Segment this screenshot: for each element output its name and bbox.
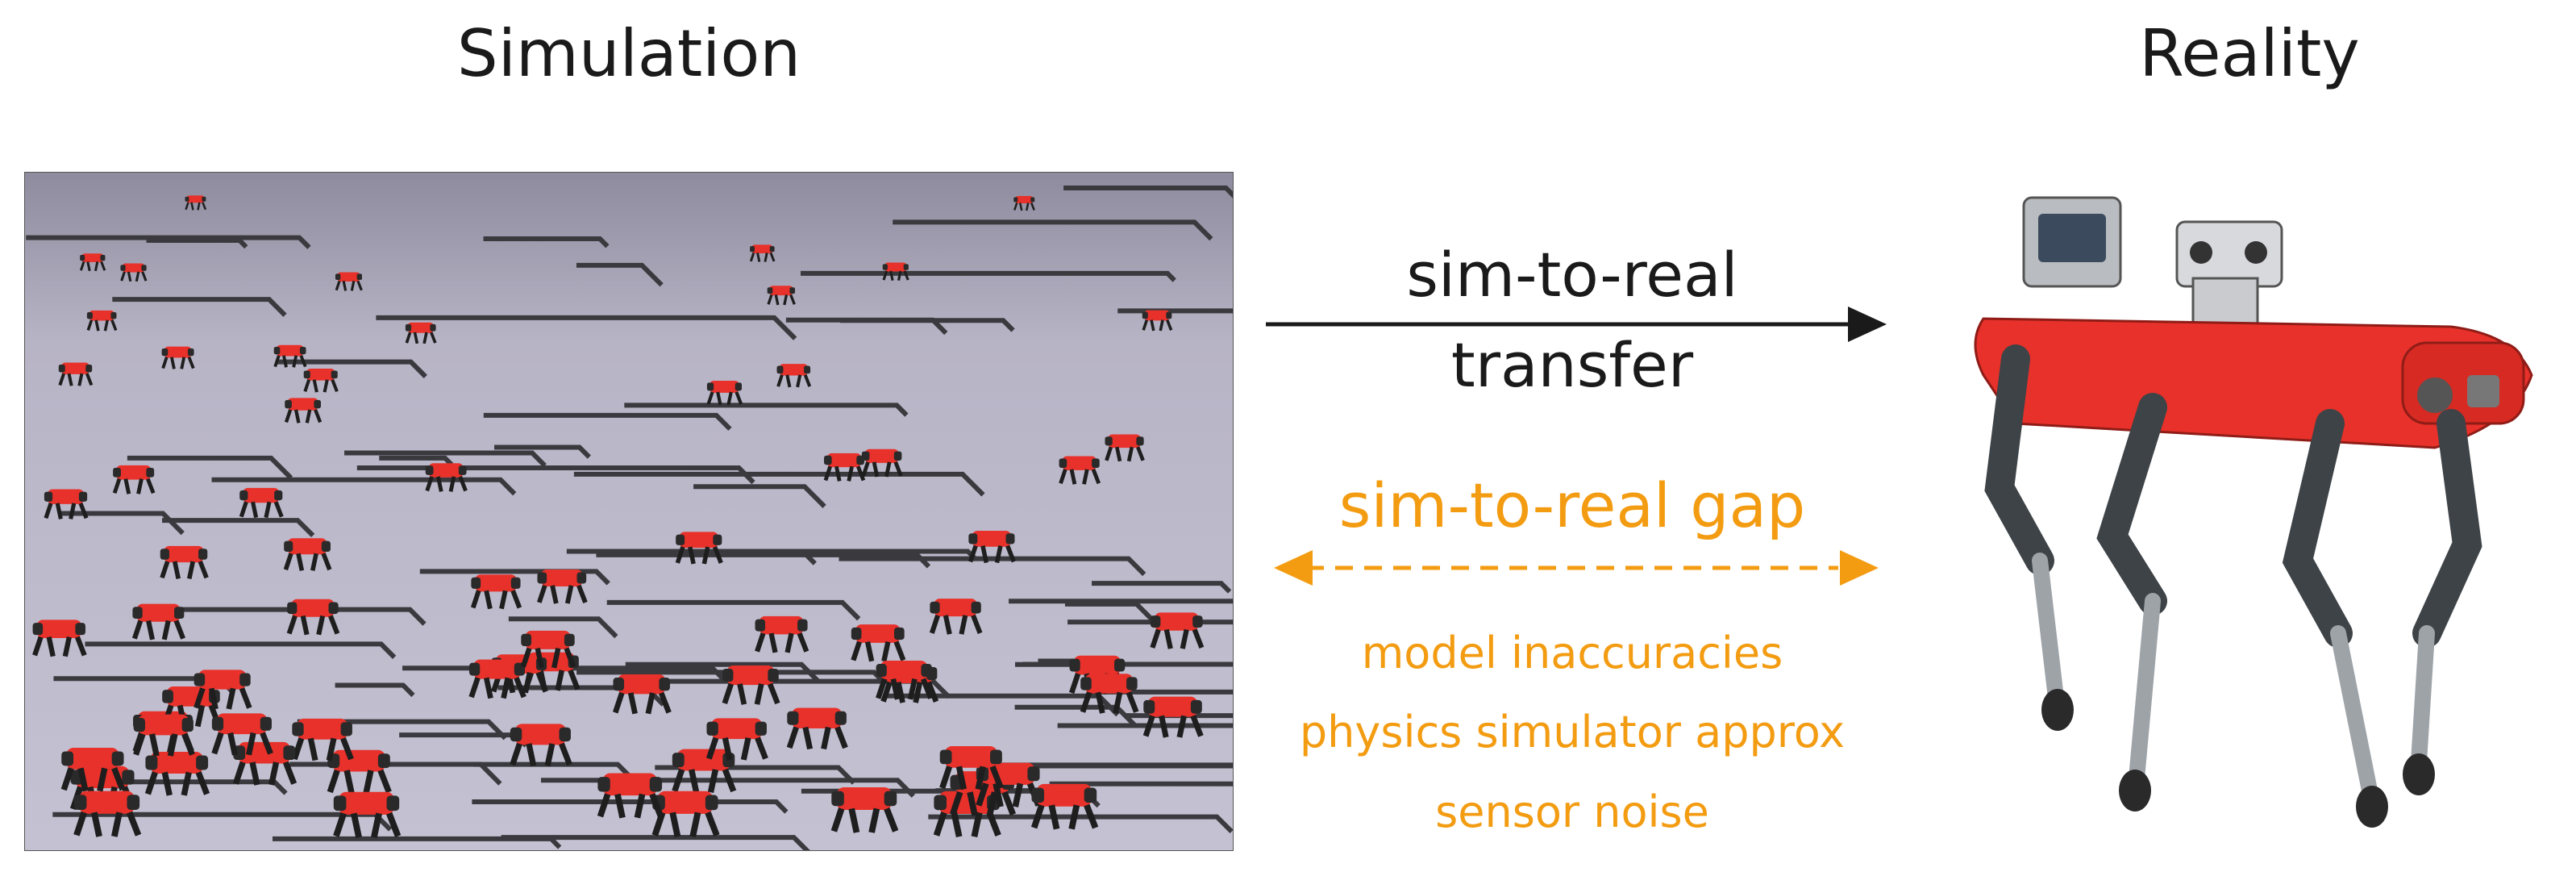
simulation-title: Simulation — [456, 16, 801, 91]
terrain-step — [376, 315, 797, 340]
terrain-step — [60, 511, 185, 536]
terrain-step — [596, 552, 931, 569]
transfer-arrow-head-icon — [1848, 307, 1887, 342]
terrain-step — [693, 484, 826, 508]
terrain-step — [1049, 781, 1234, 786]
terrain-step — [472, 799, 789, 814]
terrain-step — [127, 455, 293, 480]
gap-arrow-left-head-icon — [1274, 550, 1313, 586]
terrain-step — [177, 607, 427, 626]
terrain-step — [1009, 599, 1234, 604]
terrain-step — [996, 762, 1234, 768]
transfer-label-line2: transfer — [1450, 329, 1694, 401]
terrain-step — [1022, 661, 1234, 667]
reality-image — [1974, 196, 2533, 828]
arrows-diagram — [1266, 307, 1887, 586]
terrain-step — [344, 450, 547, 468]
terrain-step — [473, 761, 632, 779]
terrain-step — [1063, 186, 1234, 199]
terrain-step — [606, 599, 861, 621]
terrain-step — [275, 359, 427, 378]
terrain-step — [785, 317, 948, 336]
terrain-step — [335, 682, 415, 698]
terrain-step — [211, 477, 517, 496]
terrain-step — [839, 556, 1147, 577]
terrain-step — [356, 465, 755, 485]
terrain-step — [625, 661, 821, 684]
simulation-image — [24, 172, 1234, 851]
gap-cause: physics simulator approx — [1299, 707, 1846, 757]
terrain-step — [483, 236, 610, 248]
gap-cause: sensor noise — [1435, 786, 1709, 837]
terrain-step — [162, 518, 315, 538]
terrain-step — [1067, 620, 1234, 625]
terrain-step — [85, 641, 397, 659]
terrain-step — [494, 444, 591, 459]
terrain-step — [483, 412, 732, 431]
gap-arrow-right-head-icon — [1840, 550, 1879, 586]
gap-label: sim-to-real gap — [1338, 469, 1806, 541]
terrain-step — [573, 471, 985, 497]
transfer-label-line1: sim-to-real — [1406, 239, 1738, 311]
terrain-step — [576, 262, 664, 287]
terrain-step — [1092, 689, 1234, 695]
terrain-step — [893, 219, 1213, 241]
terrain-step — [1064, 601, 1159, 626]
terrain-step — [801, 270, 1176, 282]
terrain-step — [26, 235, 311, 249]
gap-cause: model inaccuracies — [1361, 628, 1783, 678]
terrain-step — [112, 297, 287, 317]
terrain-step — [1117, 308, 1234, 314]
terrain-step — [928, 814, 1234, 834]
terrain-step — [146, 238, 248, 249]
terrain-step — [1092, 581, 1232, 594]
terrain-step — [576, 670, 886, 684]
terrain-step — [508, 616, 618, 639]
terrain-step — [624, 403, 909, 417]
reality-title: Reality — [2139, 16, 2360, 91]
terrain-step — [501, 835, 811, 851]
terrain-step — [419, 569, 610, 586]
terrain-step — [379, 455, 454, 467]
